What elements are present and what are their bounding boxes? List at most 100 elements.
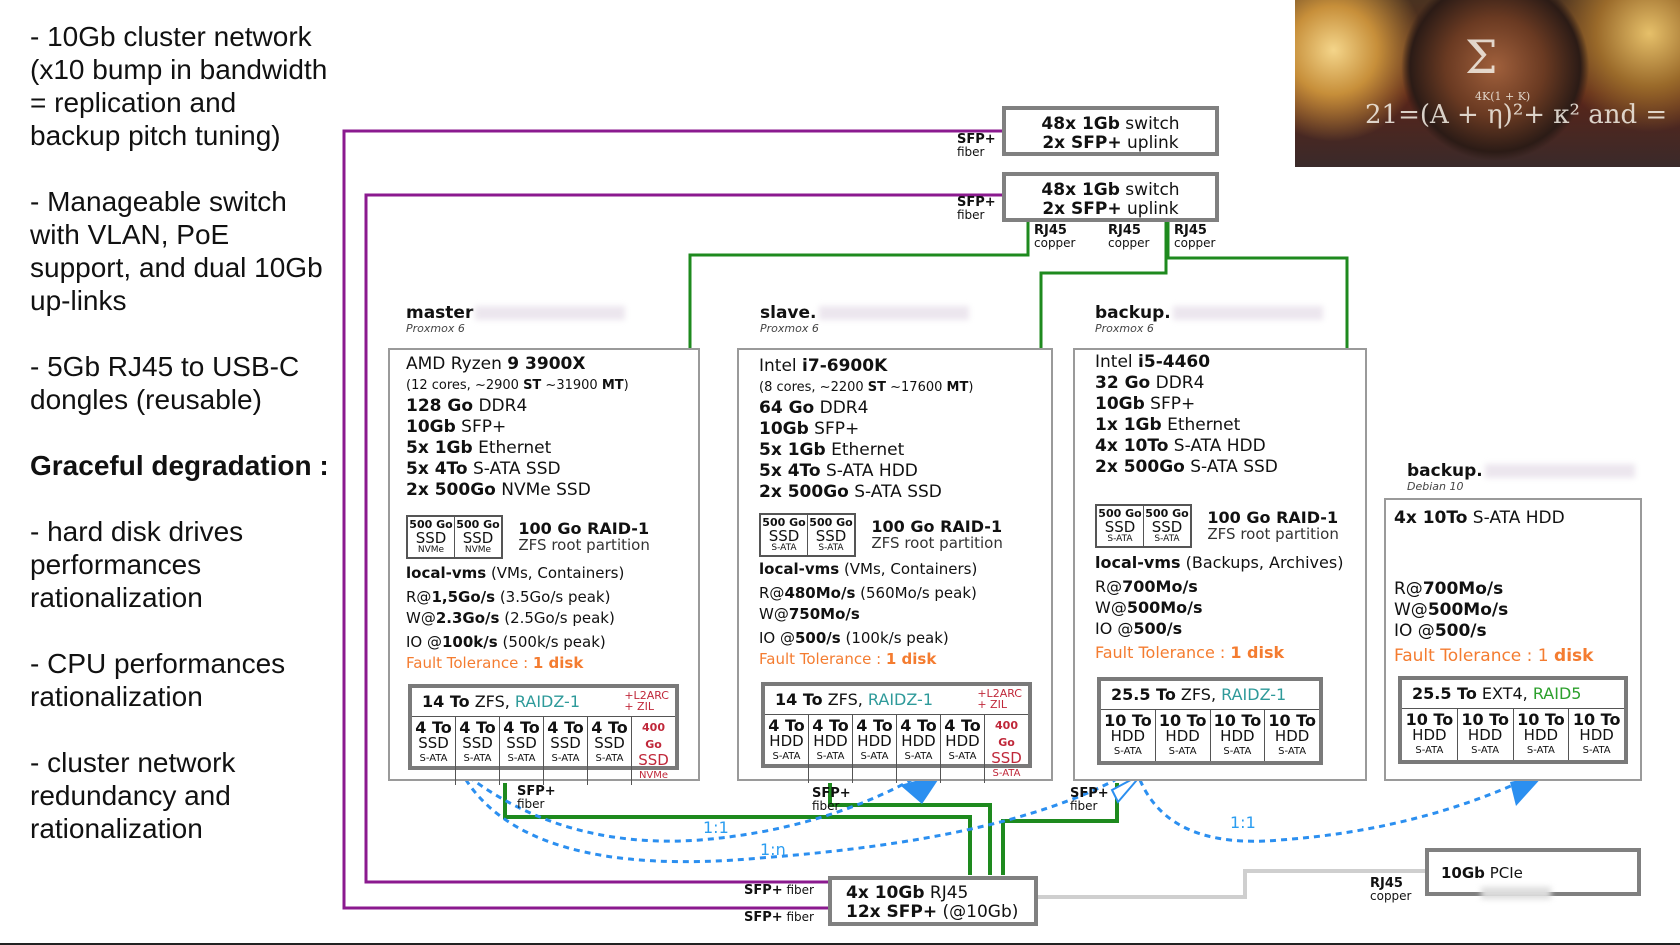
cpu: AMD Ryzen 9 3900X xyxy=(406,354,586,374)
io-speed: IO @500/s (100k/s peak) xyxy=(759,629,949,647)
pool-header: 25.5 To EXT4, RAID5 xyxy=(1402,680,1624,709)
host-backup: Intel i5-4460 32 Go DDR4 10Gb SFP+ 1x 1G… xyxy=(1073,348,1367,781)
read-speed: R@700Mo/s xyxy=(1095,577,1198,596)
switch-type: RJ45 xyxy=(924,883,969,903)
switch-ports: 48x 1Gb xyxy=(1041,180,1120,200)
spec-line: 64 Go DDR4 xyxy=(759,398,869,418)
cpu-detail: (12 cores, ~2900 ST ~31900 MT) xyxy=(406,378,629,393)
video-equation: 4K(1 + K) xyxy=(1475,90,1531,103)
link-label: SFP+fiber xyxy=(517,784,556,811)
arrow-head xyxy=(1510,775,1544,806)
switch-uplink-label: uplink xyxy=(1121,199,1179,219)
link-label: SFP+ fiber xyxy=(744,883,814,898)
video-equation: Σ xyxy=(1465,30,1498,84)
host-os: Proxmox 6 xyxy=(1095,322,1154,335)
spec-line: 10Gb SFP+ xyxy=(1095,394,1196,414)
switch-type: switch xyxy=(1119,114,1180,134)
switch-ports: 4x 10Gb xyxy=(846,883,925,903)
spec-line: 10Gb SFP+ xyxy=(759,419,860,439)
arrow-head xyxy=(1110,773,1143,804)
pool-header: 14 To ZFS, RAIDZ-1 +L2ARC+ ZIL xyxy=(412,688,675,717)
spec-line: 2x 500Go S-ATA SSD xyxy=(759,482,942,502)
switch-ports: 48x 1Gb xyxy=(1041,114,1120,134)
spec-line: 128 Go DDR4 xyxy=(406,396,528,416)
spec-line: 1x 1Gb Ethernet xyxy=(1095,415,1241,435)
spec-line: 10Gb SFP+ xyxy=(406,417,507,437)
host-os: Debian 10 xyxy=(1407,480,1464,493)
spec-line: 2x 500Go S-ATA SSD xyxy=(1095,457,1278,477)
fiber-link xyxy=(342,129,1002,910)
host-slave: Intel i7-6900K (8 cores, ~2200 ST ~17600… xyxy=(737,348,1053,783)
spec-line: 5x 1Gb Ethernet xyxy=(406,438,552,458)
fault-tolerance: Fault Tolerance : 1 disk xyxy=(759,650,937,668)
video-equation: 21=(A + η)²+ κ² and = xyxy=(1365,100,1668,130)
write-speed: W@750Mo/s xyxy=(759,605,860,623)
link-label: SFP+fiber xyxy=(1070,786,1109,813)
note-item: - cluster network redundancy and rationa… xyxy=(30,747,236,844)
replication-ratio: 1:1 xyxy=(703,818,729,837)
host-name: slave. xyxy=(760,303,969,323)
note-item: - CPU performances rationalization xyxy=(30,648,286,712)
note-item: - 10Gb cluster network (x10 bump in band… xyxy=(30,21,328,151)
switch-top-1: 48x 1Gb switch 2x SFP+ uplink xyxy=(1002,106,1219,156)
link-label: SFP+fiber xyxy=(957,195,996,222)
spec-line: 5x 1Gb Ethernet xyxy=(759,440,905,460)
host-name: master xyxy=(406,303,626,323)
sfp-link xyxy=(503,783,972,875)
note-item: - 5Gb RJ45 to USB-C dongles (reusable) xyxy=(30,351,300,415)
spec-line: 2x 500Go NVMe SSD xyxy=(406,480,591,500)
write-speed: W@500Mo/s xyxy=(1095,598,1203,617)
fiber-link xyxy=(364,193,1002,884)
redacted-blur xyxy=(1481,886,1551,899)
notes-heading: Graceful degradation : xyxy=(30,450,329,481)
nic-speed: 10Gb xyxy=(1441,864,1485,882)
spec-line: 5x 4To S-ATA HDD xyxy=(759,461,918,481)
host-os: Proxmox 6 xyxy=(760,322,819,335)
switch-top-2: 48x 1Gb switch 2x SFP+ uplink xyxy=(1002,172,1219,222)
switch-uplink-label: (@10Gb) xyxy=(937,902,1019,922)
copper-link xyxy=(1166,220,1349,348)
nic-type: PCIe xyxy=(1484,864,1523,882)
read-speed: R@1,5Go/s (3.5Go/s peak) xyxy=(406,588,611,606)
host-specs: 4x 10To S-ATA HDD R@700Mo/s W@500Mo/s IO… xyxy=(1394,508,1634,667)
host-specs: Intel i5-4460 32 Go DDR4 10Gb SFP+ 1x 1G… xyxy=(1095,352,1365,663)
fault-tolerance: Fault Tolerance : 1 disk xyxy=(1095,643,1285,662)
link-label: SFP+fiber xyxy=(957,132,996,159)
local-vms: local-vms (Backups, Archives) xyxy=(1095,553,1344,572)
switch-uplinks: 2x SFP+ xyxy=(1042,199,1122,219)
arrow-head xyxy=(900,774,942,804)
local-vms: local-vms (VMs, Containers) xyxy=(406,564,625,582)
replication-ratio: 1:n xyxy=(760,840,786,859)
spec-line: 4x 10To S-ATA HDD xyxy=(1095,436,1266,456)
fault-tolerance: Fault Tolerance : 1 disk xyxy=(406,654,584,672)
replication-ratio: 1:1 xyxy=(1230,813,1256,832)
bottom-border xyxy=(0,943,1680,945)
copper-link xyxy=(688,220,1030,348)
pool-header: 25.5 To ZFS, RAIDZ-1 xyxy=(1101,681,1319,710)
